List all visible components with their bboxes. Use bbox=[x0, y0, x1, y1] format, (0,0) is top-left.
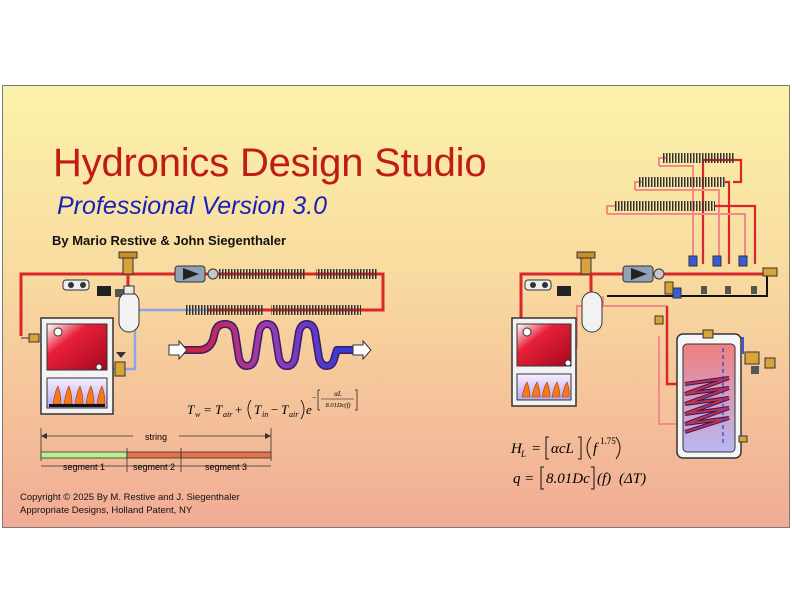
svg-text:1.75: 1.75 bbox=[600, 436, 616, 446]
hydronic-illustration: string segment 1 segment 2 segment 3 T w… bbox=[19, 153, 778, 490]
string-segment-diagram: string segment 1 segment 2 segment 3 bbox=[40, 428, 272, 472]
app-version: Professional Version 3.0 bbox=[57, 192, 328, 220]
svg-text:αL: αL bbox=[334, 390, 342, 398]
svg-text:air: air bbox=[223, 410, 233, 419]
segment-1-label: segment 1 bbox=[63, 462, 105, 472]
serpentine-tube-diagram bbox=[168, 320, 372, 370]
svg-text:q: q bbox=[513, 471, 521, 487]
fin-tube-2 bbox=[316, 269, 378, 279]
svg-text:T: T bbox=[254, 402, 262, 417]
authors: By Mario Restive & John Siegenthaler bbox=[52, 233, 287, 248]
equation-outlet-temperature: T w = T air + T in − T air e − αL 8.01Dc… bbox=[187, 389, 358, 420]
svg-text:=: = bbox=[532, 441, 540, 457]
svg-text:αcL: αcL bbox=[551, 441, 574, 457]
panel-radiator-3 bbox=[615, 201, 715, 211]
svg-text:T: T bbox=[281, 402, 289, 417]
right-return-header bbox=[607, 274, 768, 297]
right-supply-pipe bbox=[519, 272, 767, 318]
tank-mixing-valve-icon bbox=[744, 351, 776, 374]
fin-tube-3 bbox=[185, 305, 263, 315]
svg-text:8.01Dc: 8.01Dc bbox=[546, 471, 590, 487]
svg-text:8.01Dc(f): 8.01Dc(f) bbox=[325, 402, 350, 409]
svg-text:air: air bbox=[289, 410, 299, 419]
circulator-pump-icon bbox=[174, 265, 219, 283]
svg-text:w: w bbox=[195, 410, 201, 419]
publisher-line: Appropriate Designs, Holland Patent, NY bbox=[20, 505, 193, 516]
svg-text:−: − bbox=[271, 402, 278, 417]
segment-2-bar bbox=[126, 451, 182, 459]
equation-heat-output: q = 8.01Dc (f) (ΔT) bbox=[513, 466, 646, 490]
equation-head-loss: H L = αcL f 1.75 bbox=[510, 436, 621, 460]
mixing-valve-icon bbox=[114, 352, 126, 377]
indirect-water-heater-icon bbox=[676, 329, 748, 459]
segment-2-label: segment 2 bbox=[133, 462, 175, 472]
string-label: string bbox=[145, 432, 167, 442]
segment-3-bar bbox=[180, 451, 272, 459]
splash-panel: Hydronics Design Studio Professional Ver… bbox=[2, 85, 790, 528]
svg-text:f: f bbox=[593, 441, 599, 457]
svg-text:(ΔT): (ΔT) bbox=[619, 471, 646, 487]
svg-text:T: T bbox=[215, 402, 223, 417]
app-title: Hydronics Design Studio bbox=[53, 141, 487, 185]
expansion-tank-icon bbox=[118, 274, 140, 333]
left-system: string segment 1 segment 2 segment 3 T w… bbox=[19, 251, 385, 472]
svg-text:=: = bbox=[525, 471, 533, 487]
right-check-valve-icon bbox=[524, 279, 552, 291]
pressure-relief-valve-icon bbox=[118, 251, 138, 275]
svg-text:in: in bbox=[262, 410, 268, 419]
check-valve-icon bbox=[62, 279, 90, 291]
right-circulator-pump-icon bbox=[622, 265, 665, 283]
right-air-separator-icon bbox=[557, 286, 571, 296]
segment-3-label: segment 3 bbox=[205, 462, 247, 472]
svg-text:T: T bbox=[187, 402, 195, 417]
svg-text:H: H bbox=[510, 441, 523, 457]
right-system: H L = αcL f 1.75 q = 8.01Dc (f) (ΔT) bbox=[510, 153, 778, 490]
copyright-line: Copyright © 2025 By M. Restive and J. Si… bbox=[20, 492, 240, 503]
svg-text:=: = bbox=[204, 402, 211, 417]
panel-radiator-2 bbox=[639, 177, 725, 187]
segment-1-bar bbox=[40, 451, 128, 459]
panel-radiator-1 bbox=[663, 153, 735, 163]
zone-valve-icons bbox=[654, 255, 778, 325]
fin-tube-1 bbox=[219, 269, 305, 279]
svg-text:e: e bbox=[306, 402, 312, 417]
relief-valve-side-icon bbox=[21, 333, 40, 343]
air-separator-icon bbox=[97, 286, 127, 297]
svg-text:+: + bbox=[235, 402, 242, 417]
svg-text:−: − bbox=[312, 393, 317, 402]
svg-text:(f): (f) bbox=[597, 471, 611, 487]
boiler-icon bbox=[40, 317, 114, 415]
copyright-notice: Copyright © 2025 By M. Restive and J. Si… bbox=[20, 491, 240, 517]
svg-text:L: L bbox=[520, 449, 526, 459]
right-relief-valve-icon bbox=[576, 251, 596, 275]
fin-tube-4 bbox=[271, 305, 361, 315]
right-expansion-tank-icon bbox=[581, 274, 603, 333]
right-boiler-icon bbox=[511, 317, 577, 407]
